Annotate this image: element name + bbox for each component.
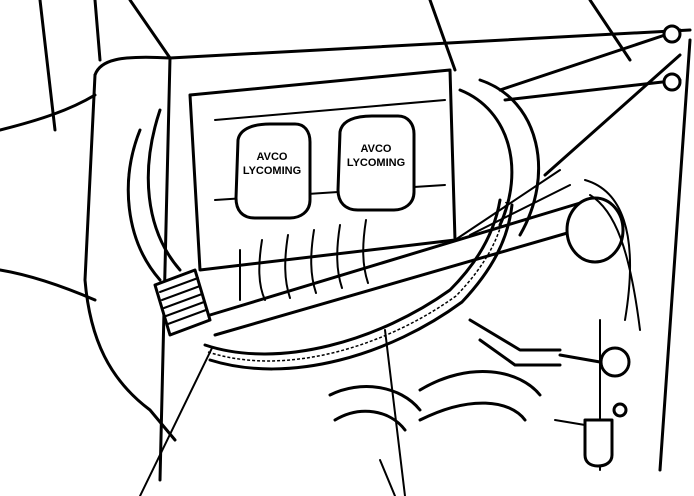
fuel-strainer <box>554 319 631 471</box>
wiring <box>584 179 641 331</box>
decal-right-line2: LYCOMING <box>347 157 405 169</box>
propeller-spinner <box>0 0 102 302</box>
decal-left-line1: AVCO <box>257 151 288 163</box>
oil-cooler <box>153 268 212 337</box>
cylinder-fins <box>239 219 369 301</box>
valve-cover-left <box>234 122 312 220</box>
decal-right-line1: AVCO <box>361 143 392 155</box>
lower-pipes <box>328 318 562 432</box>
decal-left-line2: LYCOMING <box>243 165 301 177</box>
callout-leaders <box>139 329 406 496</box>
valve-cover-right <box>336 114 416 212</box>
control-rods <box>454 24 682 241</box>
cowling-outline <box>83 0 692 482</box>
braided-hose <box>203 198 514 371</box>
